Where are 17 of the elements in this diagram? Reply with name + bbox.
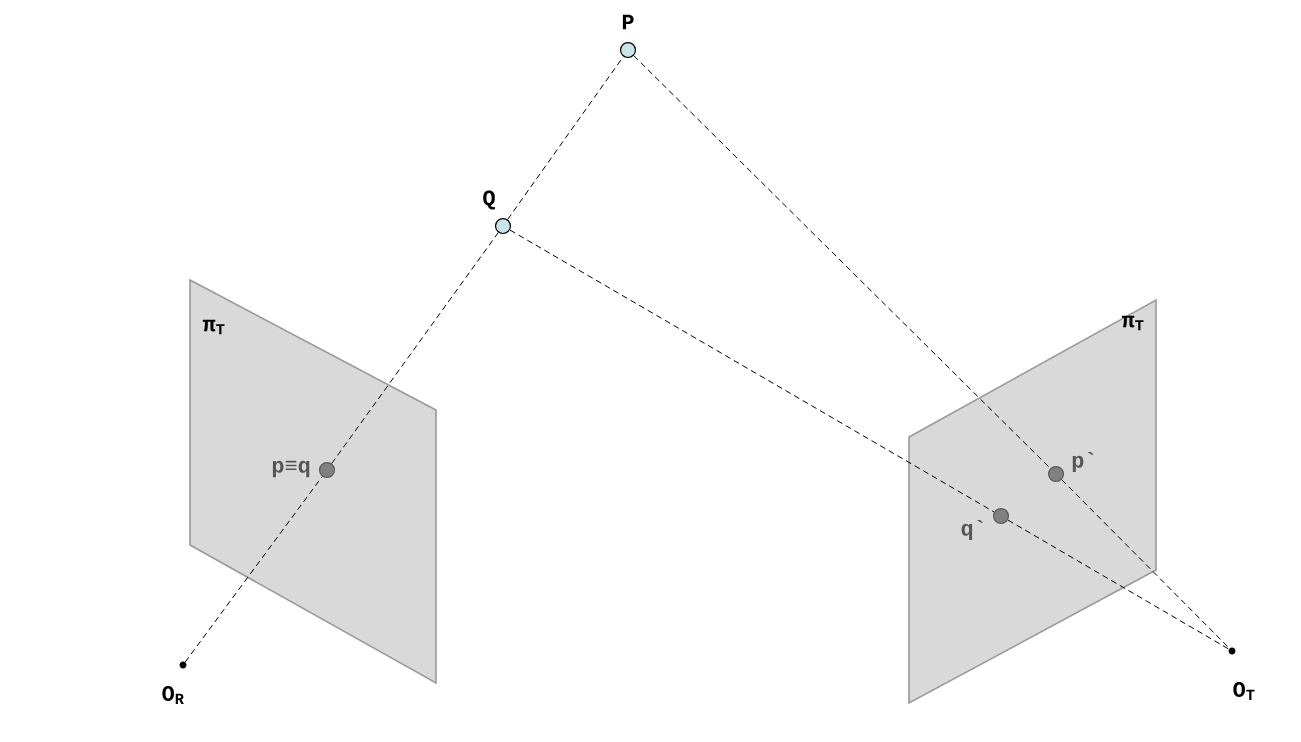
point-label: O$_{T}$ [1233, 682, 1255, 700]
point-label: p≡q [272, 460, 310, 478]
point-label: O$_{R}$ [162, 686, 184, 704]
dashed-line [1007, 519, 1230, 650]
dashed-line [184, 476, 323, 663]
optical-center [179, 661, 187, 669]
point-label: q` [961, 519, 983, 541]
dashed-line [1061, 479, 1230, 649]
scene-point [619, 41, 637, 59]
dashed-line [331, 232, 499, 464]
dashed-line [633, 55, 1051, 469]
dashed-line [509, 229, 995, 513]
optical-center [1228, 647, 1236, 655]
point-label: p` [1072, 451, 1094, 473]
point-label: Q [483, 190, 495, 210]
scene-point [494, 217, 512, 235]
point-label: P [622, 14, 634, 30]
